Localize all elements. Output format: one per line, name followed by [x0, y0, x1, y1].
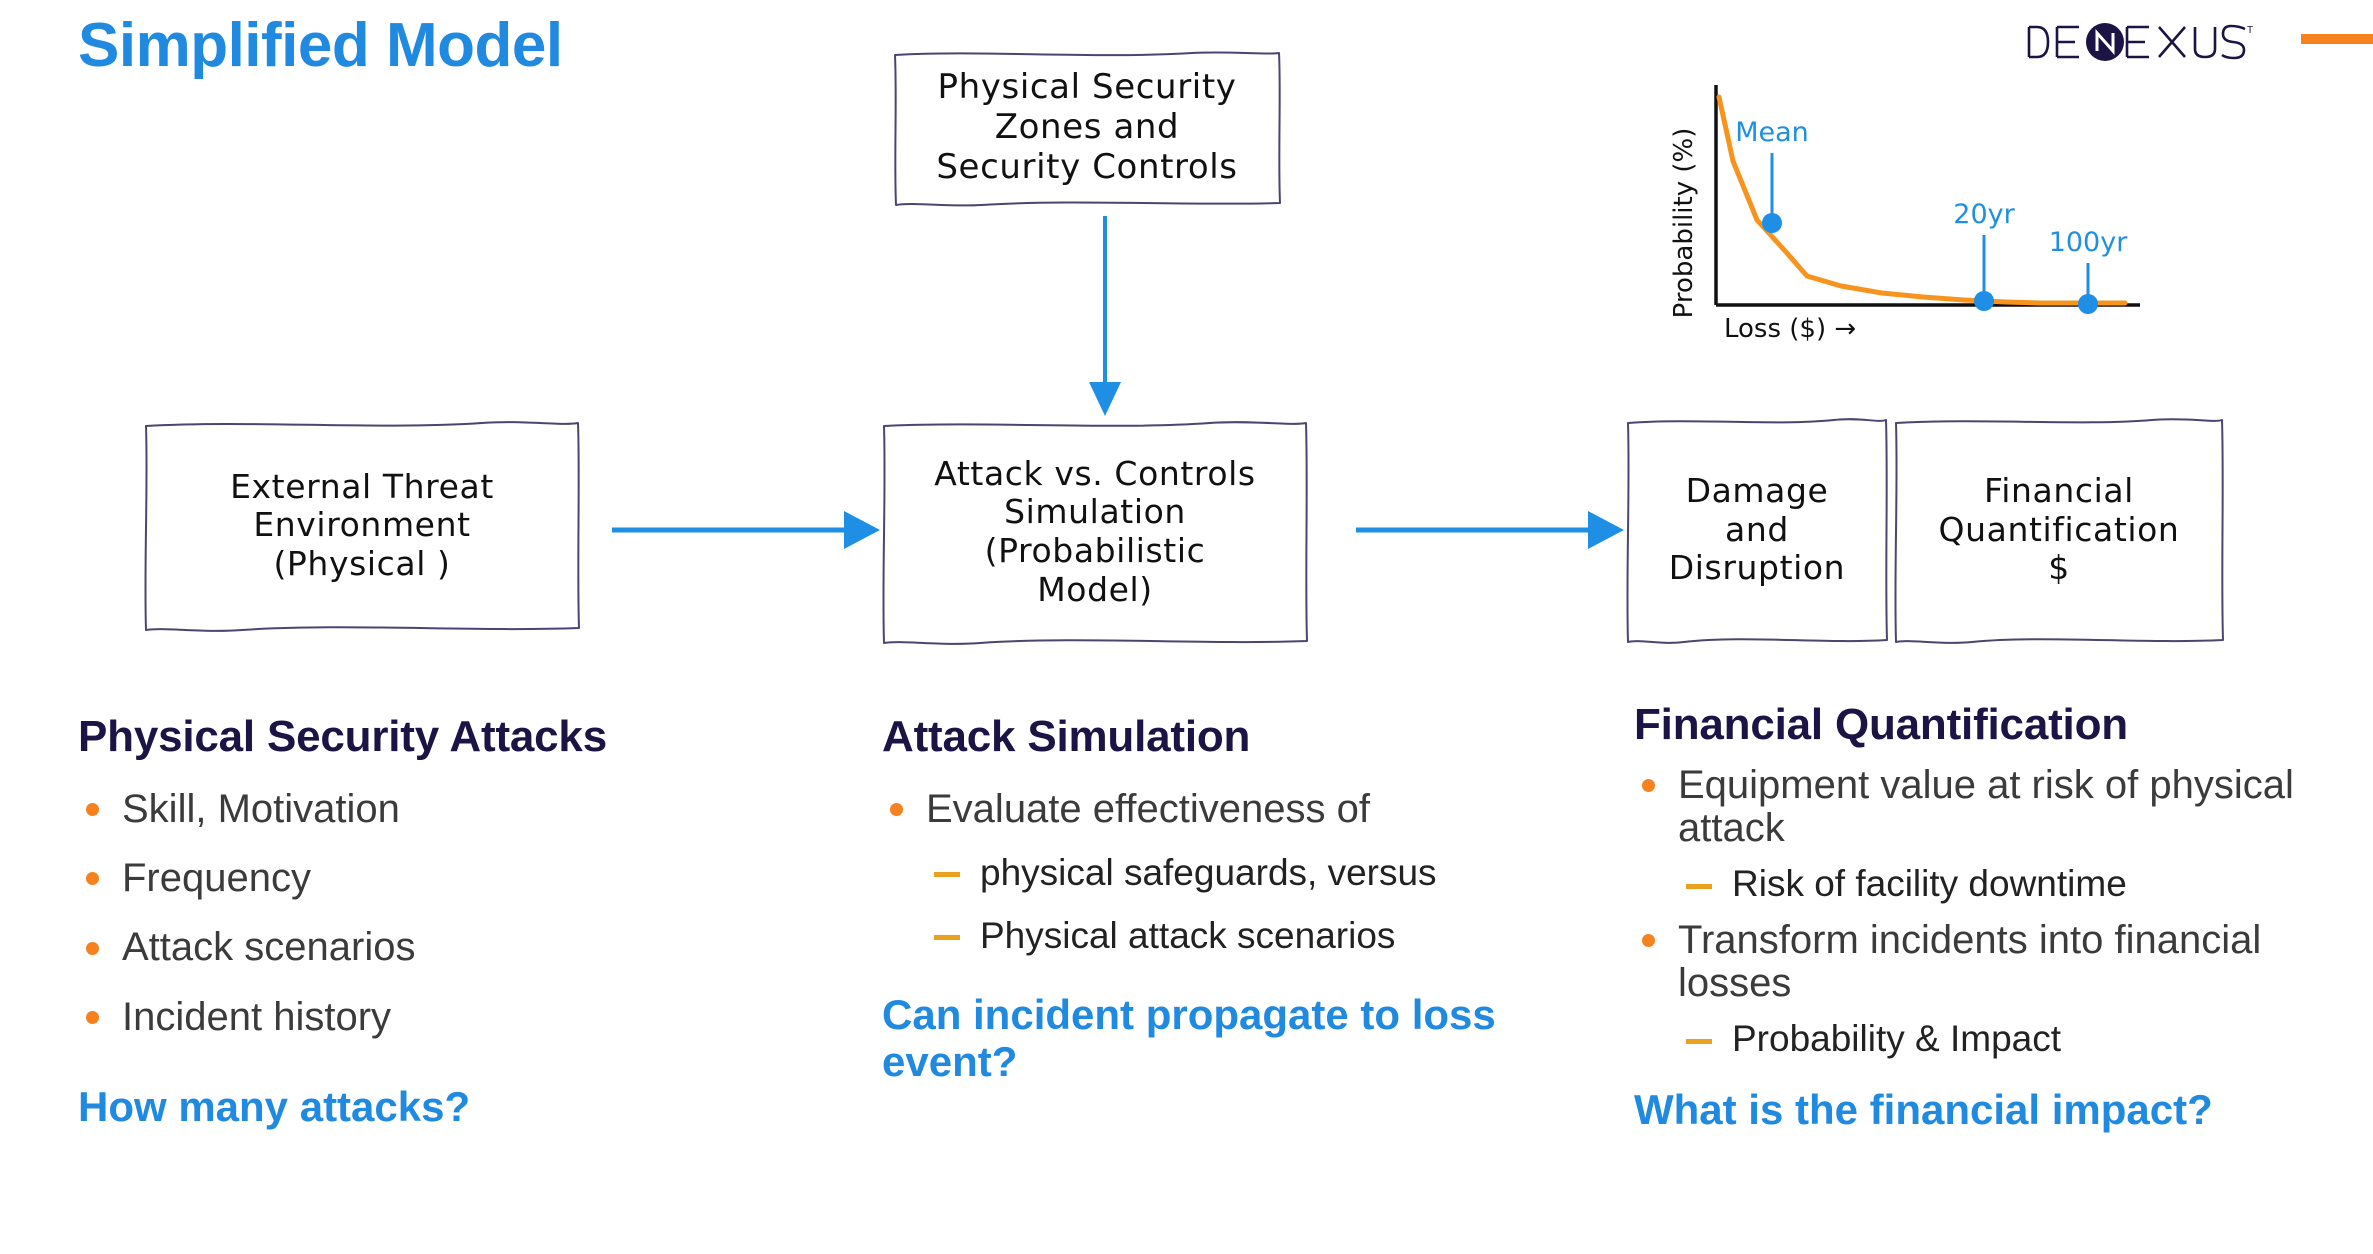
- list-item: Skill, Motivation: [78, 787, 778, 831]
- chart-annotation-label-20yr: 20yr: [1953, 199, 2015, 230]
- box-line: Environment: [253, 505, 471, 545]
- list-item-label: Attack scenarios: [122, 925, 416, 970]
- flow-box-text: Physical Security Zones and Security Con…: [892, 48, 1282, 208]
- bullet-dash-icon: [1686, 1038, 1712, 1044]
- list-item-label: Skill, Motivation: [122, 787, 400, 831]
- bullet-dash-icon: [1686, 883, 1712, 889]
- flow-box-text: Damage and Disruption: [1624, 415, 1890, 645]
- column-financial-quantification: Financial Quantification Equipment value…: [1634, 700, 2334, 1133]
- sub-list-item: Risk of facility downtime: [1634, 864, 2334, 905]
- page-title: Simplified Model: [78, 11, 563, 80]
- list-item: Incident history: [78, 994, 778, 1039]
- bullet-dot-icon: [1642, 934, 1655, 948]
- column-question: Can incident propagate to loss event?: [882, 990, 1496, 1085]
- bullet-dash-icon: [934, 872, 960, 878]
- box-line: (Physical ): [273, 543, 451, 583]
- list-item-label: Equipment value at risk of physical atta…: [1678, 763, 2294, 851]
- column-physical-security-attacks: Physical Security Attacks Skill, Motivat…: [78, 712, 778, 1130]
- flow-box-text: Financial Quantification $: [1892, 415, 2226, 645]
- box-line: Physical Security: [937, 67, 1237, 108]
- column-heading: Financial Quantification: [1634, 700, 2128, 749]
- box-line: External Threat: [230, 466, 494, 506]
- bullet-dot-icon: [86, 872, 99, 886]
- box-line: Attack vs. Controls: [934, 453, 1256, 493]
- list-item: Evaluate effectiveness of: [882, 787, 1582, 831]
- arrow-right-simulation-to-damage: [1356, 511, 1624, 549]
- box-line: Model): [1037, 569, 1153, 609]
- box-line: Quantification: [1938, 509, 2180, 549]
- column-question: What is the financial impact?: [1634, 1086, 2213, 1134]
- chart-marker-20yr: [1974, 291, 1994, 311]
- flow-box-external-threat-environment: External Threat Environment (Physical ): [142, 418, 582, 633]
- sketch-border-icon: [882, 421, 1308, 645]
- bullet-list: Skill, Motivation Frequency Attack scena…: [78, 787, 778, 1039]
- flow-box-financial-quantification: Financial Quantification $: [1892, 415, 2226, 645]
- sketch-border-icon: [1894, 418, 2224, 644]
- box-line: Damage: [1685, 471, 1829, 511]
- box-line: and: [1725, 509, 1789, 549]
- sub-list-item: Probability & Impact: [1634, 1019, 2334, 1060]
- box-line: $: [2048, 548, 2070, 588]
- sketch-border-icon: [144, 421, 580, 632]
- list-item: Transform incidents into financial losse…: [1634, 918, 2334, 1006]
- arrow-right-threat-to-simulation: [612, 511, 880, 549]
- bullet-dot-icon: [1642, 779, 1655, 793]
- arrow-down-zones-to-simulation: [1089, 216, 1121, 416]
- flow-box-physical-security-zones: Physical Security Zones and Security Con…: [892, 48, 1282, 208]
- denexus-logo: TM: [2023, 18, 2253, 66]
- denexus-wordmark-icon: TM: [2027, 23, 2253, 61]
- box-line: Security Controls: [936, 146, 1238, 187]
- sub-list-item-label: Risk of facility downtime: [1732, 863, 2127, 905]
- trademark-mark: TM: [2247, 25, 2253, 36]
- box-line: Disruption: [1668, 548, 1846, 588]
- flow-box-damage-and-disruption: Damage and Disruption: [1624, 415, 1890, 645]
- list-item: Attack scenarios: [78, 926, 778, 969]
- column-question: How many attacks?: [78, 1082, 471, 1130]
- box-line: Simulation: [1004, 492, 1186, 532]
- box-line: Financial: [1984, 471, 2134, 511]
- column-heading: Physical Security Attacks: [78, 712, 607, 761]
- chart-marker-100yr: [2078, 294, 2098, 314]
- sub-list-item: Physical attack scenarios: [882, 914, 1582, 957]
- sketch-border-icon: [1626, 418, 1888, 644]
- list-item: Equipment value at risk of physical atta…: [1634, 763, 2334, 851]
- bullet-dot-icon: [86, 803, 99, 817]
- box-line: (Probabilistic: [984, 531, 1206, 570]
- brand-accent-rule: [2301, 34, 2373, 44]
- flow-box-text: Attack vs. Controls Simulation (Probabil…: [880, 418, 1310, 646]
- chart-marker-mean: [1762, 213, 1782, 233]
- bullet-dash-icon: [934, 935, 960, 941]
- flow-box-attack-vs-controls-simulation: Attack vs. Controls Simulation (Probabil…: [880, 418, 1310, 646]
- column-heading: Attack Simulation: [882, 712, 1251, 761]
- sub-list-item-label: physical safeguards, versus: [980, 852, 1437, 894]
- bullet-list: Evaluate effectiveness of physical safeg…: [882, 787, 1582, 957]
- column-attack-simulation: Attack Simulation Evaluate effectiveness…: [882, 712, 1582, 1085]
- list-item-label: Transform incidents into financial losse…: [1678, 918, 2262, 1006]
- box-line: Zones and: [994, 107, 1180, 148]
- chart-series-loss-exceedance: [1716, 94, 2128, 306]
- list-item-label: Incident history: [122, 994, 392, 1039]
- sketch-border-icon: [894, 51, 1281, 207]
- chart-x-axis-label: Loss ($) →: [1724, 314, 1856, 344]
- bullet-dot-icon: [86, 941, 99, 955]
- loss-exceedance-chart: Probability (%) Loss ($) → Mean 20yr 100…: [1669, 85, 2140, 344]
- sub-list-item-label: Probability & Impact: [1732, 1018, 2062, 1060]
- sub-list-item: physical safeguards, versus: [882, 852, 1582, 894]
- bullet-dot-icon: [890, 803, 903, 817]
- list-item-label: Frequency: [122, 856, 311, 901]
- chart-annotation-label-100yr: 100yr: [2049, 227, 2129, 258]
- sub-list-item-label: Physical attack scenarios: [980, 914, 1396, 956]
- chart-annotation-label-mean: Mean: [1735, 117, 1809, 148]
- list-item: Frequency: [78, 857, 778, 900]
- bullet-list: Equipment value at risk of physical atta…: [1634, 763, 2334, 1060]
- list-item-label: Evaluate effectiveness of: [926, 787, 1370, 831]
- bullet-dot-icon: [86, 1010, 99, 1024]
- flow-box-text: External Threat Environment (Physical ): [142, 418, 582, 633]
- chart-y-axis-label: Probability (%): [1669, 128, 1699, 319]
